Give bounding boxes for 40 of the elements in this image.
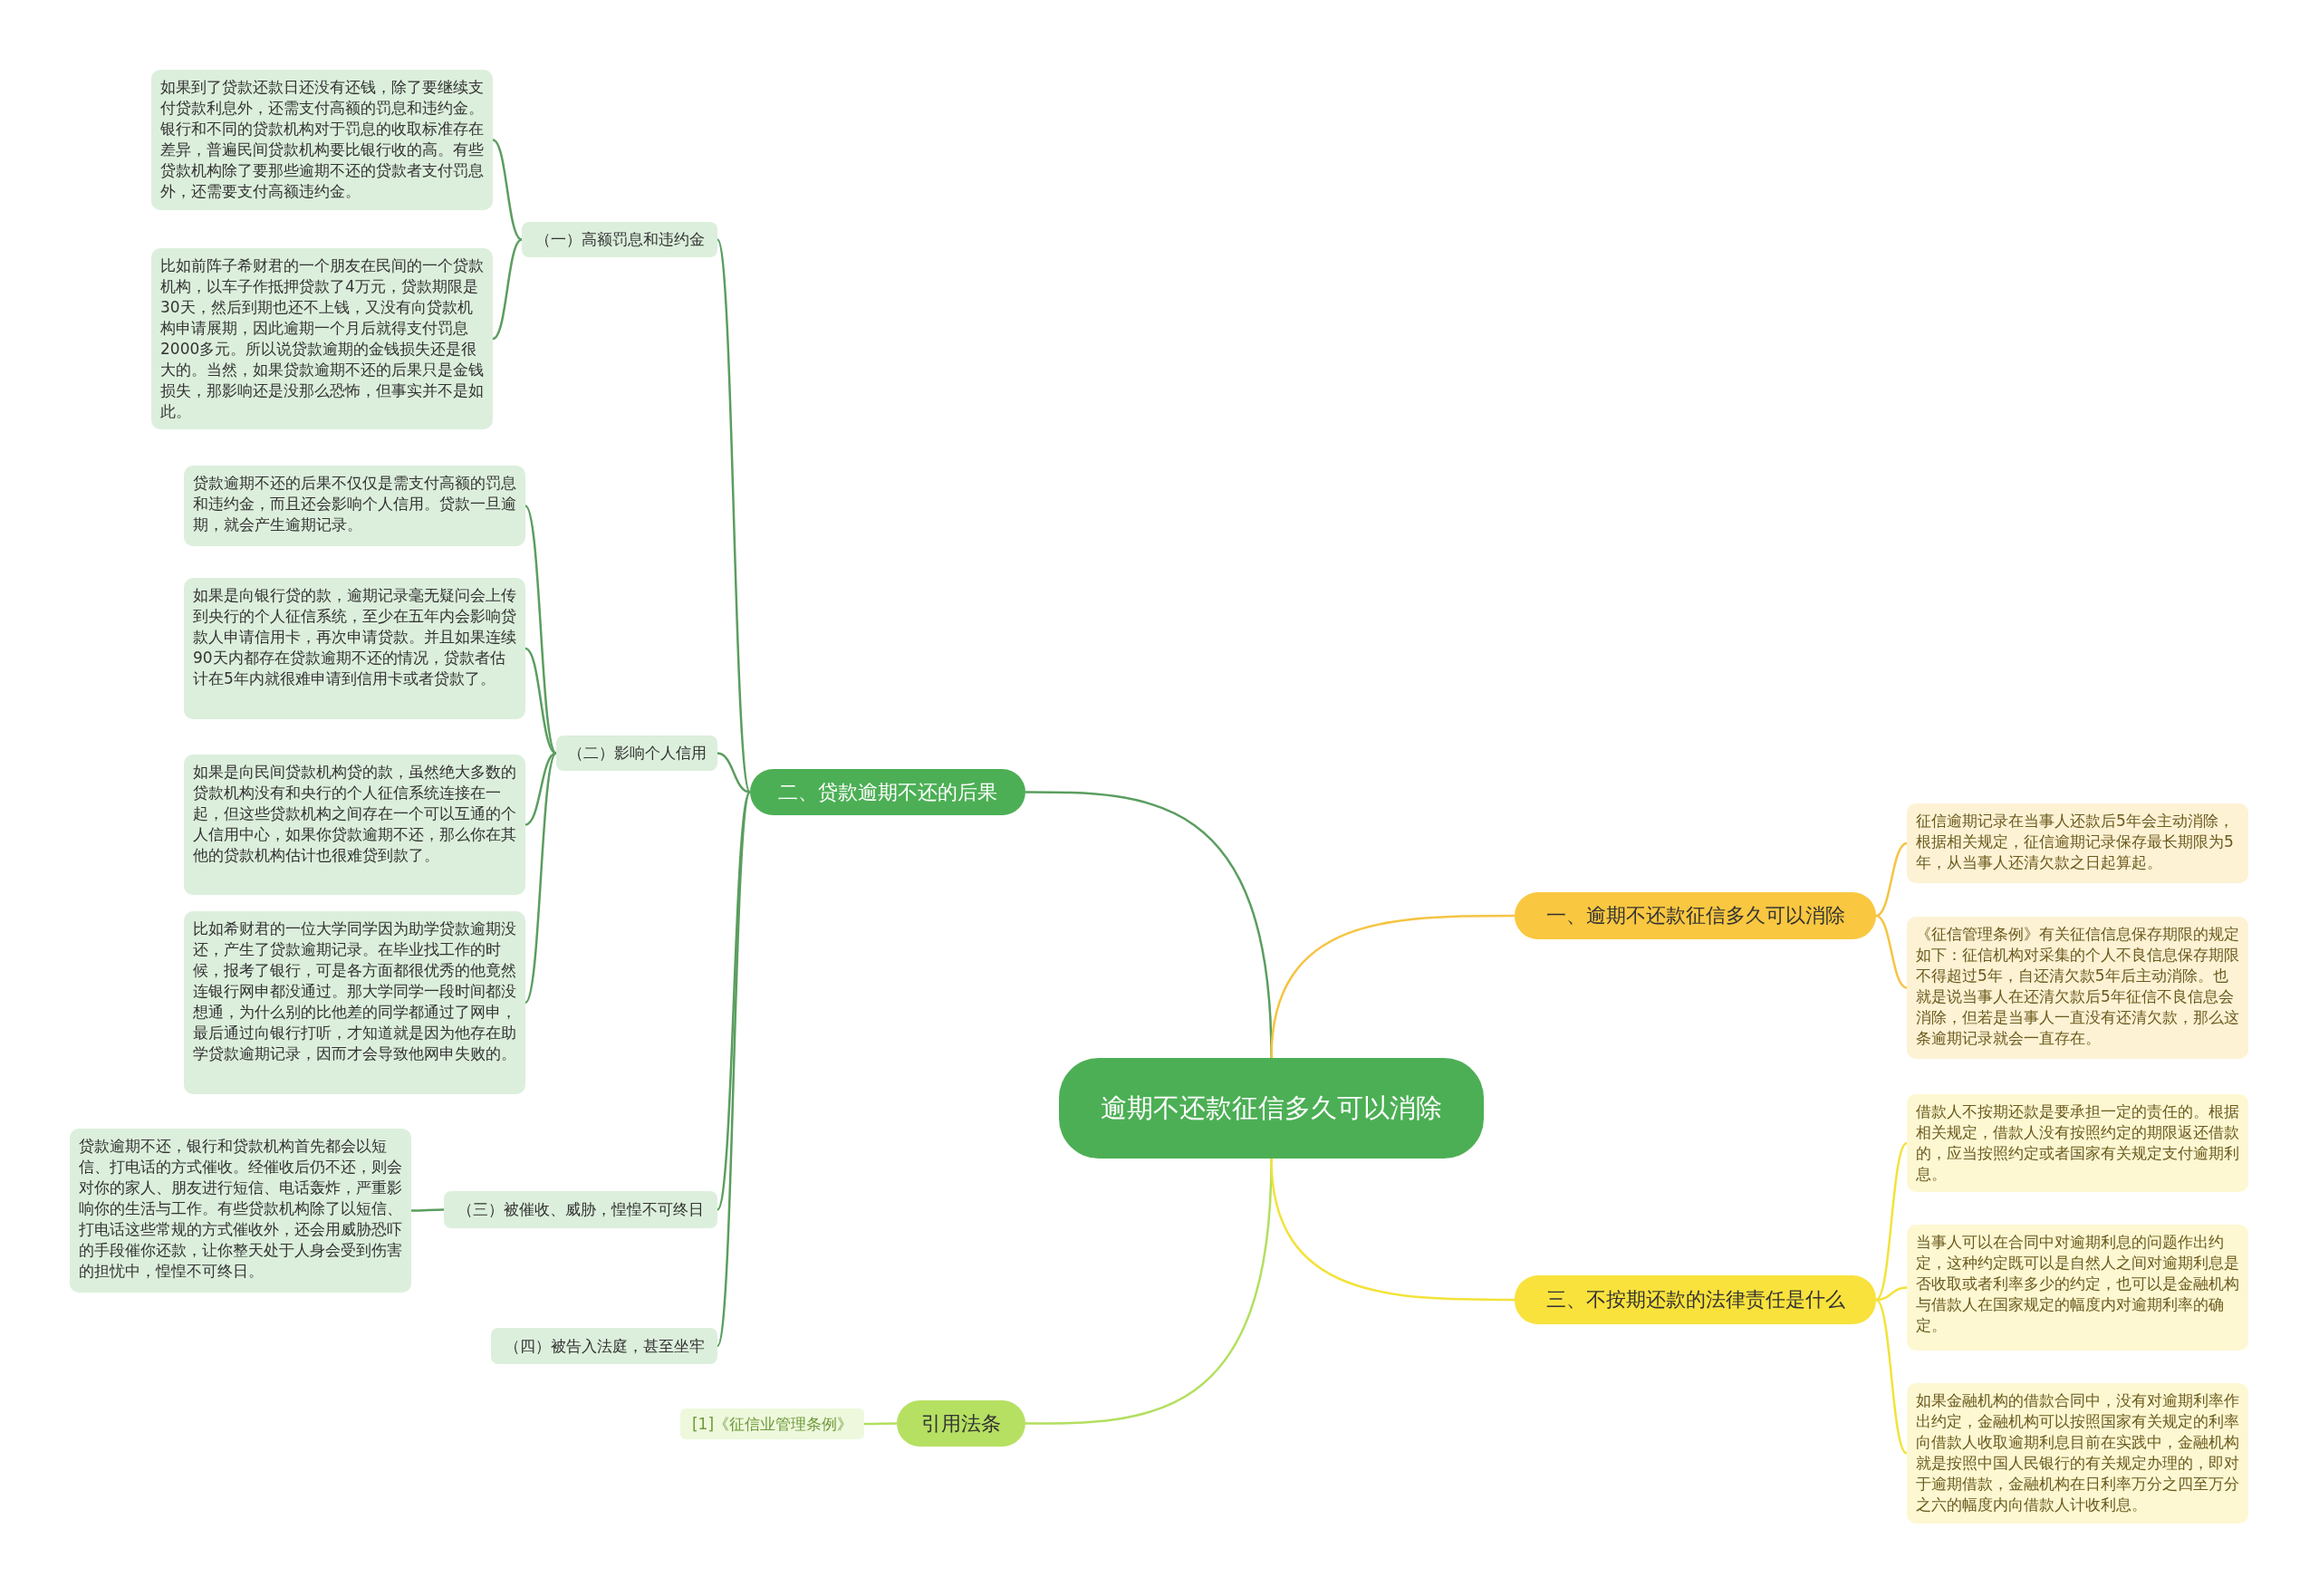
connector-line: [864, 1422, 897, 1426]
connector-line: [1875, 1142, 1908, 1301]
note-card: 《征信管理条例》有关征信信息保存期限的规定如下：征信机构对采集的个人不良信息保存期限不得超过5年，自还清欠款5年后主动消除。也就是说当事人在还清欠款后5年征信不良信息会消除，但若是当事人一直没有还清欠款，那么这条逾期记录就会一直存在。: [1907, 917, 2248, 1059]
branch-topic: 二、贷款逾期不还的后果: [750, 769, 1025, 815]
branch-topic: 一、逾期不还款征信多久可以消除: [1515, 892, 1876, 939]
note-card: 如果金融机构的借款合同中，没有对逾期利率作出约定，金融机构可以按照国家有关规定的利率向借款人收取逾期利息目前在实践中，金融机构就是按照中国人民银行的有关规定办理的，即对于逾期借款，金融机构在日利率万分之四至万分之六的幅度内向借款人计收利息。: [1907, 1383, 2248, 1524]
connector-line: [716, 239, 752, 793]
connector-line: [717, 752, 751, 793]
connector-line: [1875, 841, 1908, 918]
note-card: 征信逾期记录在当事人还款后5年会主动消除，根据相关规定，征信逾期记录保存最长期限为5年，从当事人还清欠款之日起算起。: [1907, 803, 2248, 883]
subtopic-label: （二）影响个人信用: [556, 736, 717, 771]
connector-line: [492, 139, 523, 241]
note-card: 借款人不按期还款是要承担一定的责任的。根据相关规定，借款人没有按照约定的期限返还借款的，应当按照约定或者国家有关规定支付逾期利息。: [1907, 1094, 2248, 1192]
connector-line: [716, 792, 752, 1347]
connector-line: [492, 238, 523, 341]
connector-line: [524, 752, 557, 1004]
connector-line: [524, 505, 557, 755]
note-card: 比如前阵子希财君的一个朋友在民间的一个贷款机构，以车子作抵押贷款了4万元，贷款期限是30天，然后到期也还不上钱，又没有向贷款机构申请展期，因此逾期一个月后就得支付罚息2000多元。所以说贷款逾期的金钱损失还是很大的。当然，如果贷款逾期不还的后果只是金钱损失，那影响还是没那么恐怖，但事实并不是如此。: [151, 248, 493, 429]
connector-line: [1875, 1299, 1908, 1455]
subtopic-label: （一）高额罚息和违约金: [522, 222, 717, 257]
connector-line: [524, 752, 557, 826]
reference-label: [1]《征信业管理条例》: [680, 1409, 864, 1439]
connector-line: [1270, 914, 1515, 1059]
connector-line: [1270, 1158, 1515, 1302]
note-card: 比如希财君的一位大学同学因为助学贷款逾期没还，产生了贷款逾期记录。在毕业找工作的时候，报考了银行，可是各方面都很优秀的他竟然连银行网申都没通过。那大学同学一段时间都没想通，为什么别的比他差的同学都通过了网申，最后通过向银行打听，才知道就是因为他存在助学贷款逾期记录，因而才会导致他网申失败的。: [184, 911, 525, 1094]
subtopic-label: （四）被告入法庭，甚至坐牢: [491, 1328, 717, 1364]
note-card: 如果是向民间贷款机构贷的款，虽然绝大多数的贷款机构没有和央行的个人征信系统连接在一起，但这些贷款机构之间存在一个可以互通的个人信用中心，如果你贷款逾期不还，那么你在其他的贷款机构估计也很难贷到款了。: [184, 755, 525, 895]
branch-topic: 三、不按期还款的法律责任是什么: [1515, 1275, 1876, 1324]
connector-line: [524, 647, 557, 755]
central-topic: 逾期不还款征信多久可以消除: [1059, 1058, 1484, 1159]
subtopic-label: （三）被催收、威胁，惶惶不可终日: [444, 1191, 717, 1228]
branch-topic: 引用法条: [897, 1400, 1025, 1447]
note-card: 如果是向银行贷的款，逾期记录毫无疑问会上传到央行的个人征信系统，至少在五年内会影响贷款人申请信用卡，再次申请贷款。并且如果连续90天内都存在贷款逾期不还的情况，贷款者估计在5年内就很难申请到信用卡或者贷款了。: [184, 578, 525, 719]
note-card: 当事人可以在合同中对逾期利息的问题作出约定，这种约定既可以是自然人之间对逾期利息是否收取或者利率多少的约定，也可以是金融机构与借款人在国家规定的幅度内对逾期利率的确定。: [1907, 1225, 2248, 1351]
connector-line: [411, 1208, 444, 1212]
connector-line: [1875, 914, 1908, 989]
note-card: 如果到了贷款还款日还没有还钱，除了要继续支付贷款利息外，还需支付高额的罚息和违约金。银行和不同的贷款机构对于罚息的收取标准存在差异，普遍民间贷款机构要比银行收的高。有些贷款机构除了要那些逾期不还的贷款者支付罚息外，还需要支付高额违约金。: [151, 70, 493, 210]
note-card: 贷款逾期不还的后果不仅仅是需支付高额的罚息和违约金，而且还会影响个人信用。贷款一旦逾期，就会产生逾期记录。: [184, 466, 525, 546]
connector-line: [1875, 1286, 1908, 1302]
note-card: 贷款逾期不还，银行和贷款机构首先都会以短信、打电话的方式催收。经催收后仍不还，则会对你的家人、朋友进行短信、电话轰炸，严重影响你的生活与工作。有些贷款机构除了以短信、打电话这些常规的方式催收外，还会用威胁恐吓的手段催你还款，让你整天处于人身会受到伤害的担忧中，惶惶不可终日。: [70, 1129, 411, 1293]
